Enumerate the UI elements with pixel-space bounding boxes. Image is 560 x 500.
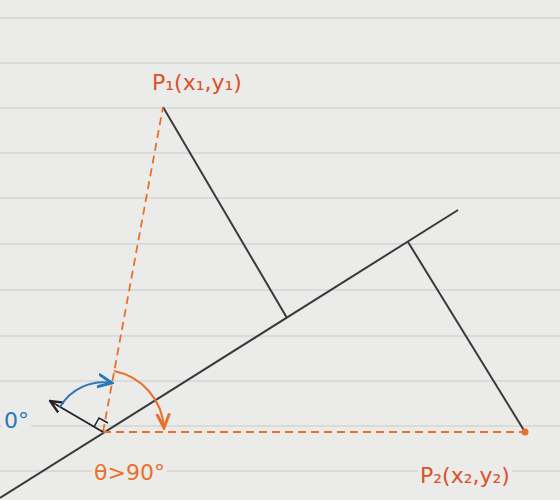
main-line	[0, 210, 458, 498]
blue-angle-arc	[60, 382, 112, 407]
orange-angle-arc	[114, 371, 164, 428]
dashed-line-p2	[103, 431, 525, 433]
perpendicular-p2	[408, 242, 525, 432]
ruled-lines	[0, 18, 560, 471]
normal-arrow	[50, 401, 103, 432]
angle-label: θ>90°	[92, 460, 167, 485]
dashed-line-p1	[103, 107, 163, 432]
point-label: P₁(x₁,y₁)	[150, 70, 244, 95]
angle-label: 0°	[2, 408, 31, 433]
point-p2	[522, 429, 529, 436]
point-label: P₂(x₂,y₂)	[418, 463, 512, 488]
perpendicular-p1	[163, 107, 287, 318]
right-angle-mark	[94, 418, 108, 427]
